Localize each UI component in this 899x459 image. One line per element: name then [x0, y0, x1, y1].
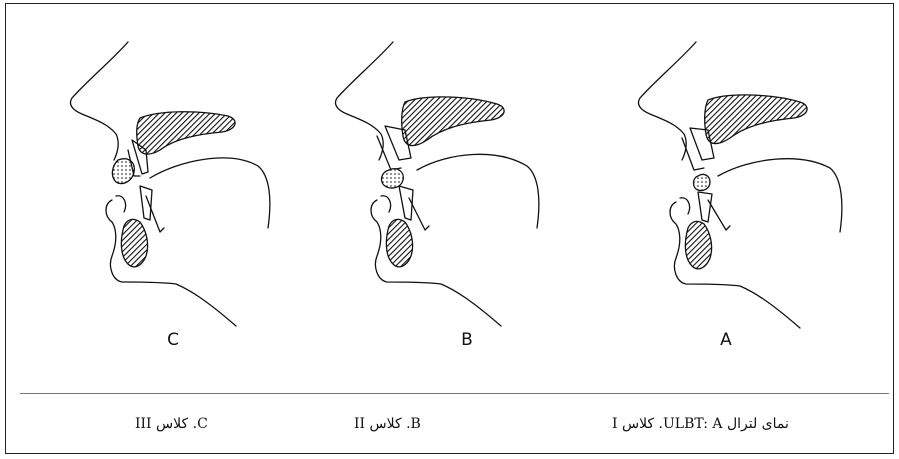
panel-label-a: A	[711, 330, 741, 350]
caption-main: نمای لترال ULBT: A. کلاس I	[612, 416, 789, 432]
caption-class-ii: B. کلاس II	[354, 416, 421, 432]
caption-class-iii: C. کلاس III	[135, 416, 208, 432]
panel-label-b: B	[452, 330, 482, 350]
panel-label-c: C	[158, 330, 188, 350]
caption-separator	[20, 393, 889, 394]
